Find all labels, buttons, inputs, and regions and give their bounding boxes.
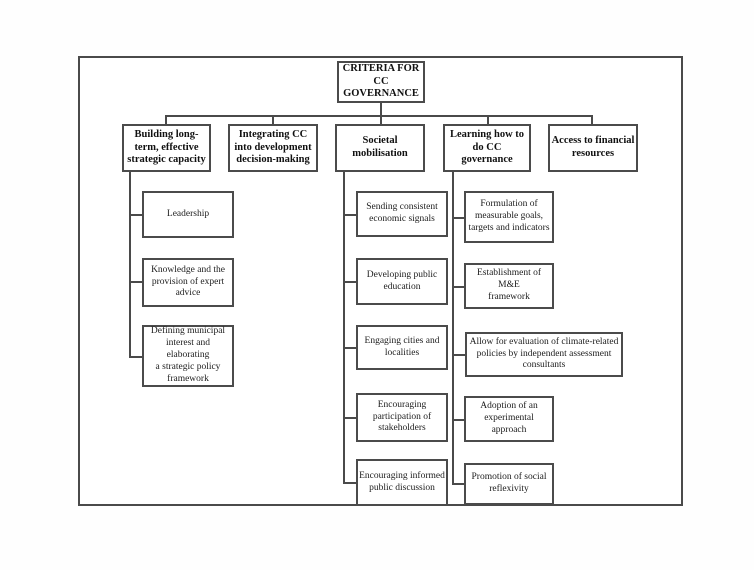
branch-integrating-cc-label: Integrating CC into development decision… [234, 128, 312, 166]
node-economic-signals-label: Sending consistent economic signals [366, 202, 438, 224]
connector-left-stub-1 [129, 214, 143, 216]
connector-right-stub-3 [452, 354, 465, 356]
branch-learning-governance-label: Learning how to do CC governance [449, 128, 525, 166]
connector-middle-stub-1 [343, 214, 356, 216]
connector-branch-bus [165, 115, 593, 117]
connector-right-stub-1 [452, 217, 464, 219]
node-cities-localities-label: Engaging cities and localities [364, 335, 440, 358]
connector-middle-stub-5 [343, 482, 356, 484]
connector-left-stub-3 [129, 356, 143, 358]
connector-root-drop [380, 103, 382, 115]
node-public-education: Developing public education [356, 258, 448, 305]
node-expert-knowledge-label: Knowledge and the provision of expert ad… [151, 264, 225, 299]
connector-middle-stub-2 [343, 281, 356, 283]
node-policy-evaluation: Allow for evaluation of climate-related … [465, 332, 623, 377]
connector-left-stub-2 [129, 281, 143, 283]
node-leadership: Leadership [142, 191, 234, 238]
connector-stub-branch-2 [272, 115, 274, 124]
root-node-label: CRITERIA FOR CC GOVERNANCE [342, 62, 420, 100]
branch-financial-resources-label: Access to financial resources [551, 135, 635, 159]
branch-learning-governance: Learning how to do CC governance [443, 124, 531, 172]
branch-strategic-capacity: Building long- term, effective strategic… [122, 124, 211, 172]
node-social-reflexivity-label: Promotion of social reflexivity [471, 472, 547, 494]
connector-stub-branch-3 [380, 115, 382, 124]
node-cities-localities: Engaging cities and localities [356, 325, 448, 370]
node-social-reflexivity: Promotion of social reflexivity [464, 463, 554, 505]
node-public-discussion-label: Encouraging informed public discussion [359, 470, 445, 493]
node-me-framework-label: Establishment of M&E framework [476, 268, 542, 302]
connector-stub-branch-1 [165, 115, 167, 124]
connector-right-spine [452, 172, 454, 485]
node-public-discussion: Encouraging informed public discussion [356, 459, 448, 506]
node-municipal-interest: Defining municipal interest and elaborat… [142, 325, 234, 387]
node-measurable-goals-label: Formulation of measurable goals, targets… [468, 199, 550, 233]
connector-right-stub-5 [452, 483, 464, 485]
branch-societal-mobilisation: Societal mobilisation [335, 124, 425, 172]
connector-right-stub-2 [452, 286, 464, 288]
connector-middle-spine [343, 172, 345, 484]
node-me-framework: Establishment of M&E framework [464, 263, 554, 309]
connector-middle-stub-4 [343, 417, 356, 419]
connector-right-stub-4 [452, 419, 464, 421]
connector-stub-branch-4 [487, 115, 489, 124]
node-experimental-approach-label: Adoption of an experimental approach [480, 401, 538, 435]
connector-left-spine [129, 172, 131, 358]
node-measurable-goals: Formulation of measurable goals, targets… [464, 191, 554, 243]
branch-integrating-cc: Integrating CC into development decision… [228, 124, 318, 172]
branch-societal-mobilisation-label: Societal mobilisation [352, 135, 408, 159]
node-municipal-interest-label: Defining municipal interest and elaborat… [150, 326, 226, 384]
node-policy-evaluation-label: Allow for evaluation of climate-related … [469, 336, 619, 371]
node-stakeholder-participation-label: Encouraging participation of stakeholder… [372, 399, 432, 434]
connector-stub-branch-5 [591, 115, 593, 124]
node-leadership-label: Leadership [166, 208, 210, 219]
node-expert-knowledge: Knowledge and the provision of expert ad… [142, 258, 234, 307]
root-node-criteria-for-cc-governance: CRITERIA FOR CC GOVERNANCE [337, 61, 425, 103]
node-public-education-label: Developing public education [366, 269, 438, 292]
branch-strategic-capacity-label: Building long- term, effective strategic… [127, 128, 206, 166]
node-economic-signals: Sending consistent economic signals [356, 191, 448, 237]
node-stakeholder-participation: Encouraging participation of stakeholder… [356, 393, 448, 442]
connector-middle-stub-3 [343, 347, 356, 349]
branch-financial-resources: Access to financial resources [548, 124, 638, 172]
node-experimental-approach: Adoption of an experimental approach [464, 396, 554, 442]
